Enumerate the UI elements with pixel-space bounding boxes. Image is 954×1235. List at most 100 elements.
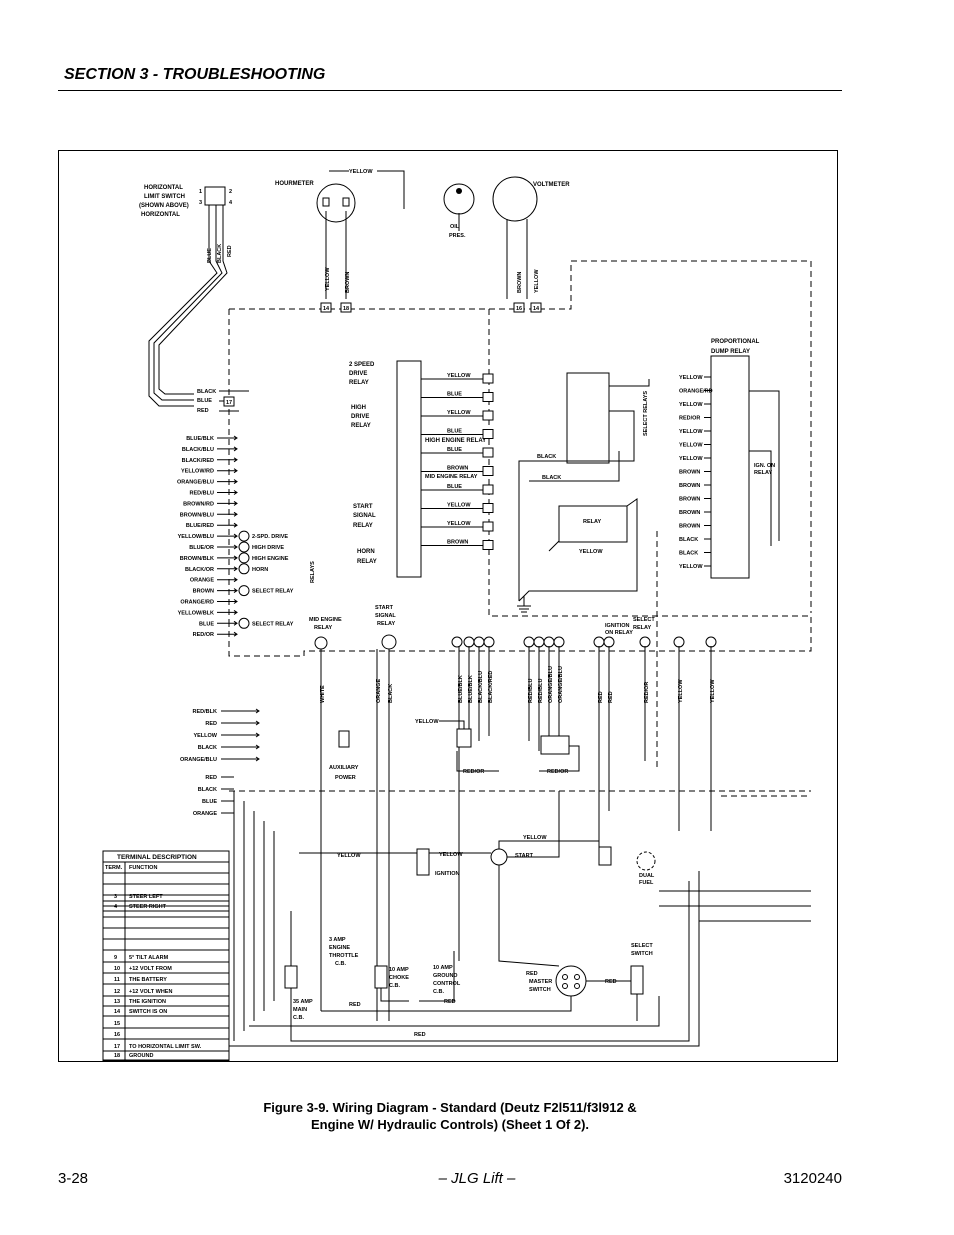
svg-text:RELAY: RELAY [351, 423, 371, 429]
svg-text:SELECT: SELECT [633, 617, 655, 623]
wire-label: ORANGE/RD [180, 600, 214, 606]
svg-text:PRES.: PRES. [449, 233, 466, 239]
terminal-marker [238, 563, 250, 575]
svg-text:YELLOW: YELLOW [415, 719, 439, 725]
circuit-breakers: 3 AMP ENGINE THROTTLE C.B. 10 AMP CHOKE … [284, 937, 461, 1021]
select-relays-block: SELECT RELAYS [566, 372, 649, 464]
svg-text:ENGINE: ENGINE [329, 945, 350, 951]
wire-arrow [217, 435, 238, 441]
connector-marker [533, 636, 545, 648]
svg-text:RELAY: RELAY [357, 559, 377, 565]
table-function: +12 VOLT WHEN [129, 989, 172, 995]
fuel-connector [598, 846, 612, 866]
table-function: SWITCH IS ON [129, 1009, 167, 1015]
page-number: 3-28 [58, 1170, 89, 1187]
wire-label: BLACK [198, 787, 217, 793]
terminal-marker [238, 530, 250, 542]
svg-text:YELLOW: YELLOW [523, 835, 547, 841]
limit-switch-wires [219, 390, 249, 412]
svg-text:DRIVE: DRIVE [349, 371, 367, 377]
svg-text:IGNITION: IGNITION [435, 871, 459, 877]
relay-wire-label: BLUE [447, 484, 462, 490]
svg-text:POWER: POWER [335, 775, 356, 781]
svg-text:YELLOW: YELLOW [325, 267, 331, 291]
wire-label: BROWN/BLK [180, 556, 214, 562]
left-bundle-wires [233, 791, 275, 1041]
svg-text:BLACK: BLACK [197, 389, 216, 395]
caption-line-2: Engine W/ Hydraulic Controls) (Sheet 1 O… [310, 1117, 590, 1132]
relay-wire-label: BLUE [447, 447, 462, 453]
oil-pressure-gauge: OIL PRES. [443, 183, 475, 239]
svg-text:MAIN: MAIN [293, 1007, 307, 1013]
left-wire-list: BLUE/BLKBLACK/BLUBLACK/REDYELLOW/RDORANG… [177, 435, 294, 638]
svg-text:DUMP RELAY: DUMP RELAY [711, 349, 750, 355]
svg-text:3 AMP: 3 AMP [329, 937, 346, 943]
svg-text:RED: RED [197, 408, 209, 414]
svg-text:FUEL: FUEL [639, 880, 654, 886]
wire-label: RED/BLK [193, 709, 217, 715]
terminal-box [482, 410, 494, 421]
wire-arrow [217, 522, 238, 528]
terminal-marker [238, 552, 250, 564]
svg-text:SELECT RELAYS: SELECT RELAYS [643, 391, 649, 436]
svg-text:RED/OR: RED/OR [463, 769, 484, 775]
table-term: 13 [114, 999, 120, 1005]
wire-arrow [217, 588, 238, 594]
vertical-harness-wires [320, 646, 712, 1021]
right-wire-label: BROWN [679, 510, 700, 516]
svg-text:HORIZONTAL: HORIZONTAL [144, 185, 183, 191]
wire-label: ORANGE [193, 811, 217, 817]
wire-label: BLUE [202, 799, 217, 805]
table-term: 17 [114, 1044, 120, 1050]
right-wire-label: YELLOW [679, 402, 703, 408]
right-wire-label: YELLOW [679, 456, 703, 462]
doc-number: 3120240 [783, 1170, 842, 1187]
svg-text:35 AMP: 35 AMP [293, 999, 313, 1005]
relay-output-wires: YELLOWBLUEYELLOWBLUEBLUEBROWNBLUEYELLOWY… [421, 373, 494, 550]
wire-label: BLUE [199, 621, 214, 627]
terminal-box [482, 392, 494, 402]
terminal-box [482, 540, 494, 550]
table-function: THE BATTERY [129, 977, 167, 983]
table-function: +12 VOLT FROM [129, 966, 172, 972]
ground-symbol [517, 596, 531, 613]
svg-text:HORIZONTAL: HORIZONTAL [141, 212, 180, 218]
svg-text:SWITCH: SWITCH [529, 987, 551, 993]
svg-text:YELLOW: YELLOW [439, 852, 463, 858]
svg-text:BROWN: BROWN [517, 272, 523, 293]
connector-marker [553, 636, 565, 648]
svg-text:LIMIT SWITCH: LIMIT SWITCH [144, 194, 185, 200]
wire-arrow [217, 631, 238, 637]
vertical-wire-label: BLACK/BLU [478, 671, 484, 703]
wire-arrow [217, 599, 238, 604]
select-switch [630, 965, 644, 995]
table-term: 18 [114, 1053, 120, 1059]
relay-function-label: HIGH DRIVE [252, 545, 284, 551]
svg-text:START: START [515, 853, 534, 859]
svg-text:2 SPEED: 2 SPEED [349, 362, 375, 368]
svg-text:SIGNAL: SIGNAL [353, 513, 376, 519]
svg-text:START: START [353, 504, 373, 510]
table-function: STEER RIGHT [129, 904, 167, 910]
section-title: SECTION 3 - TROUBLESHOOTING [64, 66, 326, 83]
caption-line-1: Figure 3-9. Wiring Diagram - Standard (D… [263, 1100, 637, 1115]
wire-label: BLACK [198, 745, 217, 751]
ignition-connector [416, 848, 430, 876]
dump-relay-wires [749, 390, 780, 546]
svg-text:THROTTLE: THROTTLE [329, 953, 359, 959]
wiring-diagram-frame: HORIZONTAL LIMIT SWITCH (SHOWN ABOVE) HO… [58, 150, 838, 1062]
relay-wire-label: YELLOW [447, 521, 471, 527]
svg-text:YELLOW: YELLOW [337, 853, 361, 859]
svg-text:YELLOW: YELLOW [349, 169, 373, 175]
relay-function-label: SELECT RELAY [252, 589, 294, 595]
right-wire-label: YELLOW [679, 443, 703, 449]
svg-text:RED: RED [414, 1032, 426, 1038]
wire-label: BLACK/RED [182, 458, 214, 464]
relay-marker-row: MID ENGINE RELAY START SIGNAL RELAY IGNI… [309, 605, 655, 650]
svg-text:FUNCTION: FUNCTION [129, 865, 157, 871]
svg-text:MID ENGINE: MID ENGINE [309, 617, 342, 623]
svg-text:RELAY: RELAY [349, 380, 369, 386]
wire-label: RED/BLU [190, 491, 214, 497]
terminal-marker [238, 541, 250, 553]
